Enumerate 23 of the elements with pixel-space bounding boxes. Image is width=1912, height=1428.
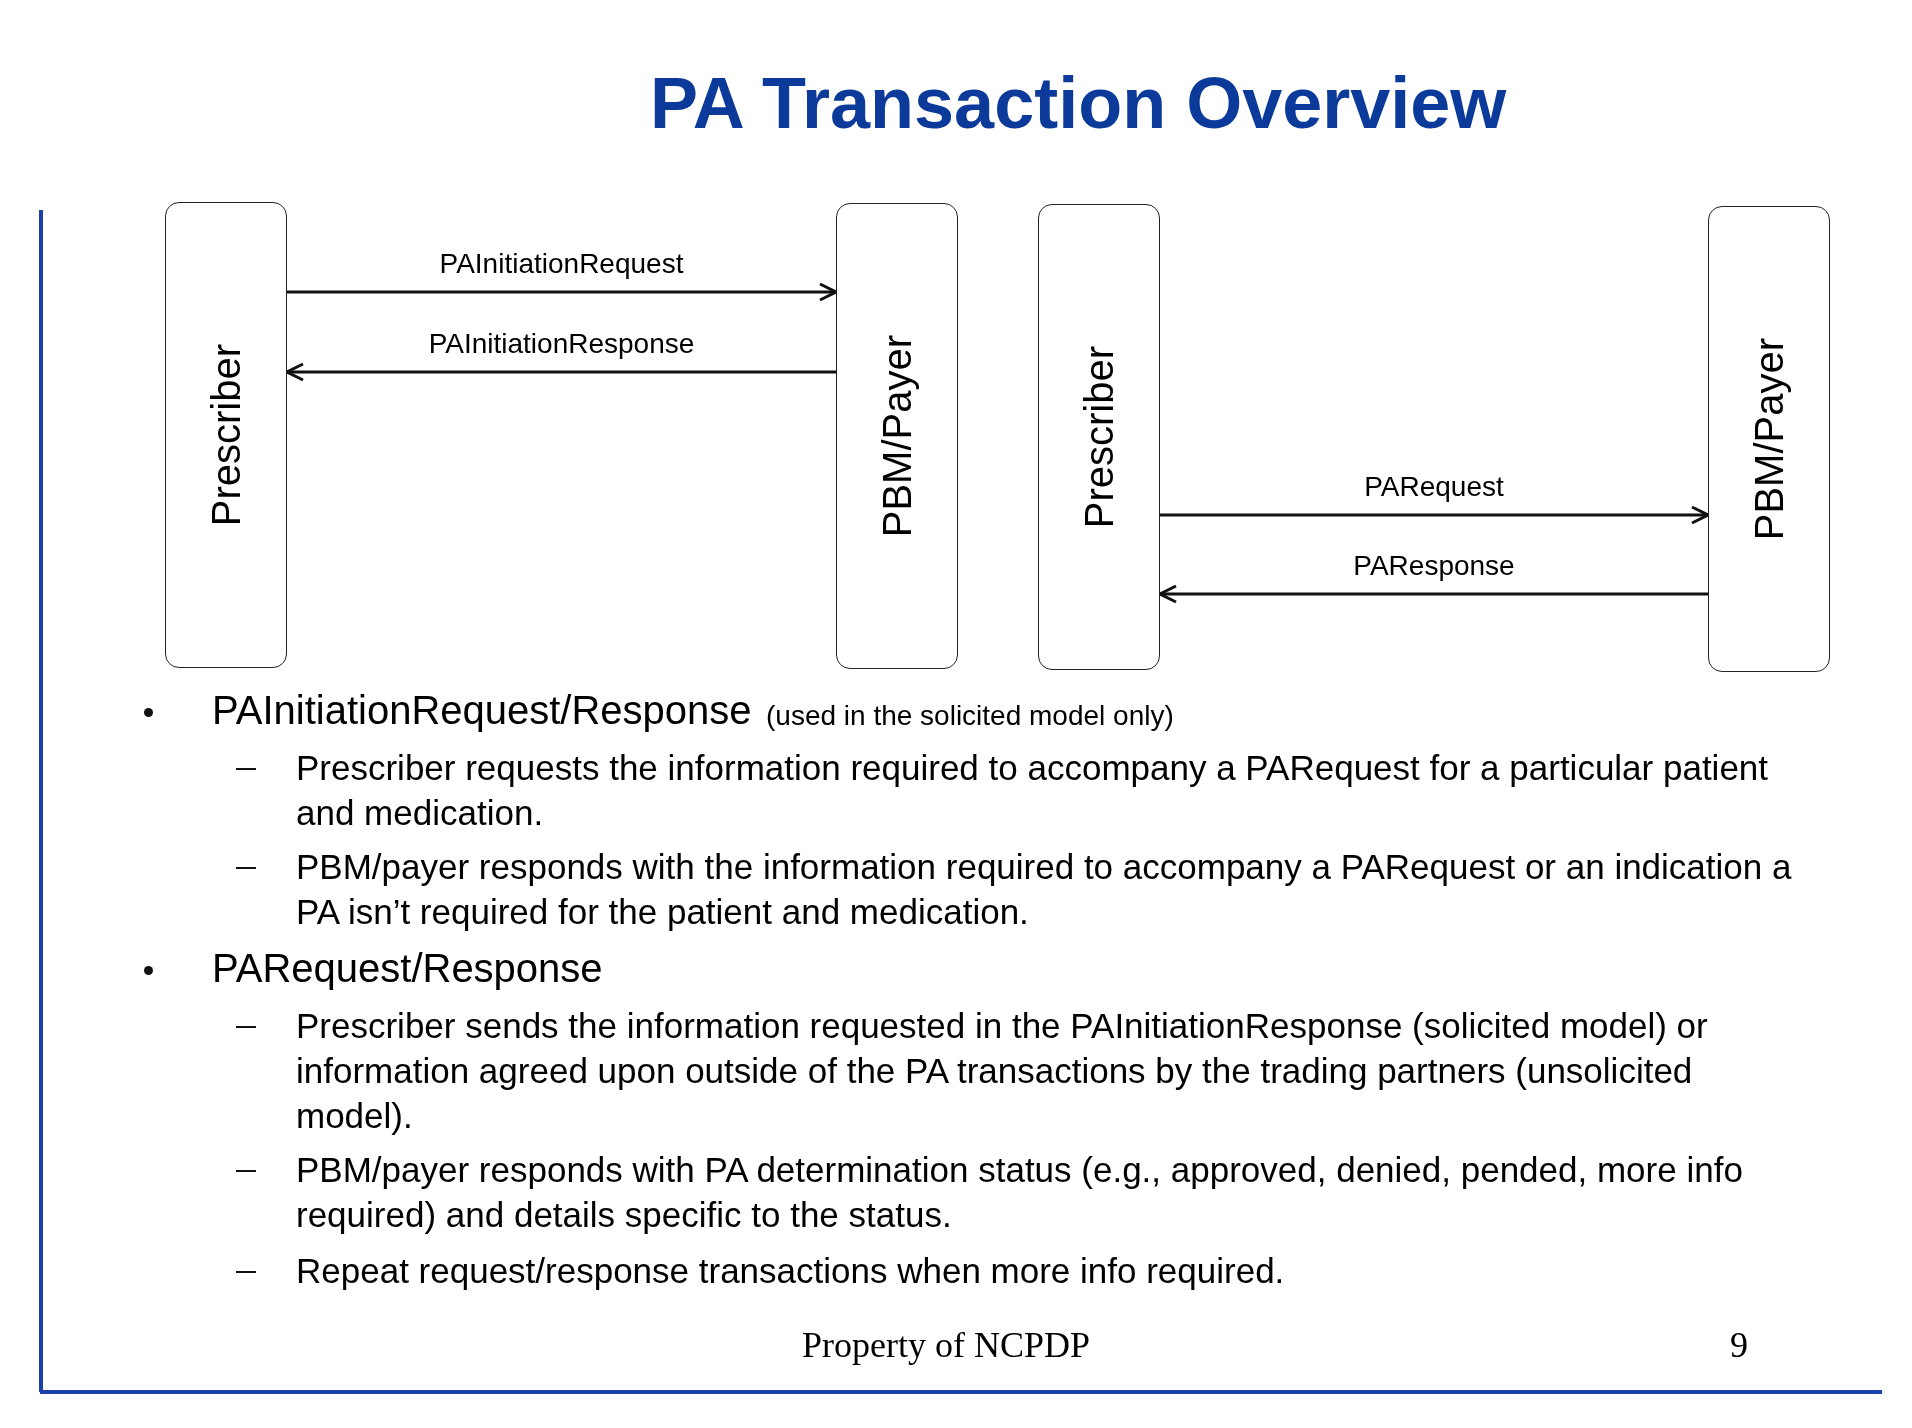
slide-title: PA Transaction Overview	[650, 62, 1507, 144]
bullet-text: PBM/payer responds with the information required to accompany a PARequest or an indication a PA isn’t required for the patient and medication.	[296, 846, 1793, 933]
lifeline-box	[1038, 204, 1160, 670]
bullet-heading: PAInitiationRequest/Response	[212, 688, 752, 733]
bullet-text: Repeat request/response transactions when more info required.	[296, 1250, 1286, 1292]
message-arrow	[1158, 584, 1708, 604]
participant-label: PBM/Payer	[874, 334, 920, 538]
message-arrow	[1160, 505, 1710, 525]
lifeline-box	[836, 203, 958, 669]
bullet-heading: PARequest/Response	[212, 946, 603, 991]
footer-text: Property of NCPDP	[802, 1324, 1091, 1366]
bullet-text: PBM/payer responds with PA determination status (e.g., approved, denied, pended, more info required) and details specific to the status.	[296, 1149, 1744, 1236]
message-arrow	[285, 362, 836, 382]
bullet-text: Prescriber requests the information required to accompany a PARequest for a particular patient and medication.	[296, 747, 1770, 834]
participant-label: Prescriber	[1076, 345, 1122, 529]
participant-label: Prescriber	[203, 343, 249, 527]
bullet-text: Prescriber sends the information requested in the PAInitiationResponse (solicited model) or information agreed upon outside of the PA transactions by the trading partners (unsolicited model).	[296, 1005, 1709, 1137]
message-arrow	[287, 282, 838, 302]
participant-label: PBM/Payer	[1746, 337, 1792, 541]
bullet-note: (used in the solicited model only)	[766, 700, 1174, 732]
page-number: 9	[1730, 1324, 1748, 1366]
lifeline-box	[1708, 206, 1830, 672]
lifeline-box	[165, 202, 287, 668]
